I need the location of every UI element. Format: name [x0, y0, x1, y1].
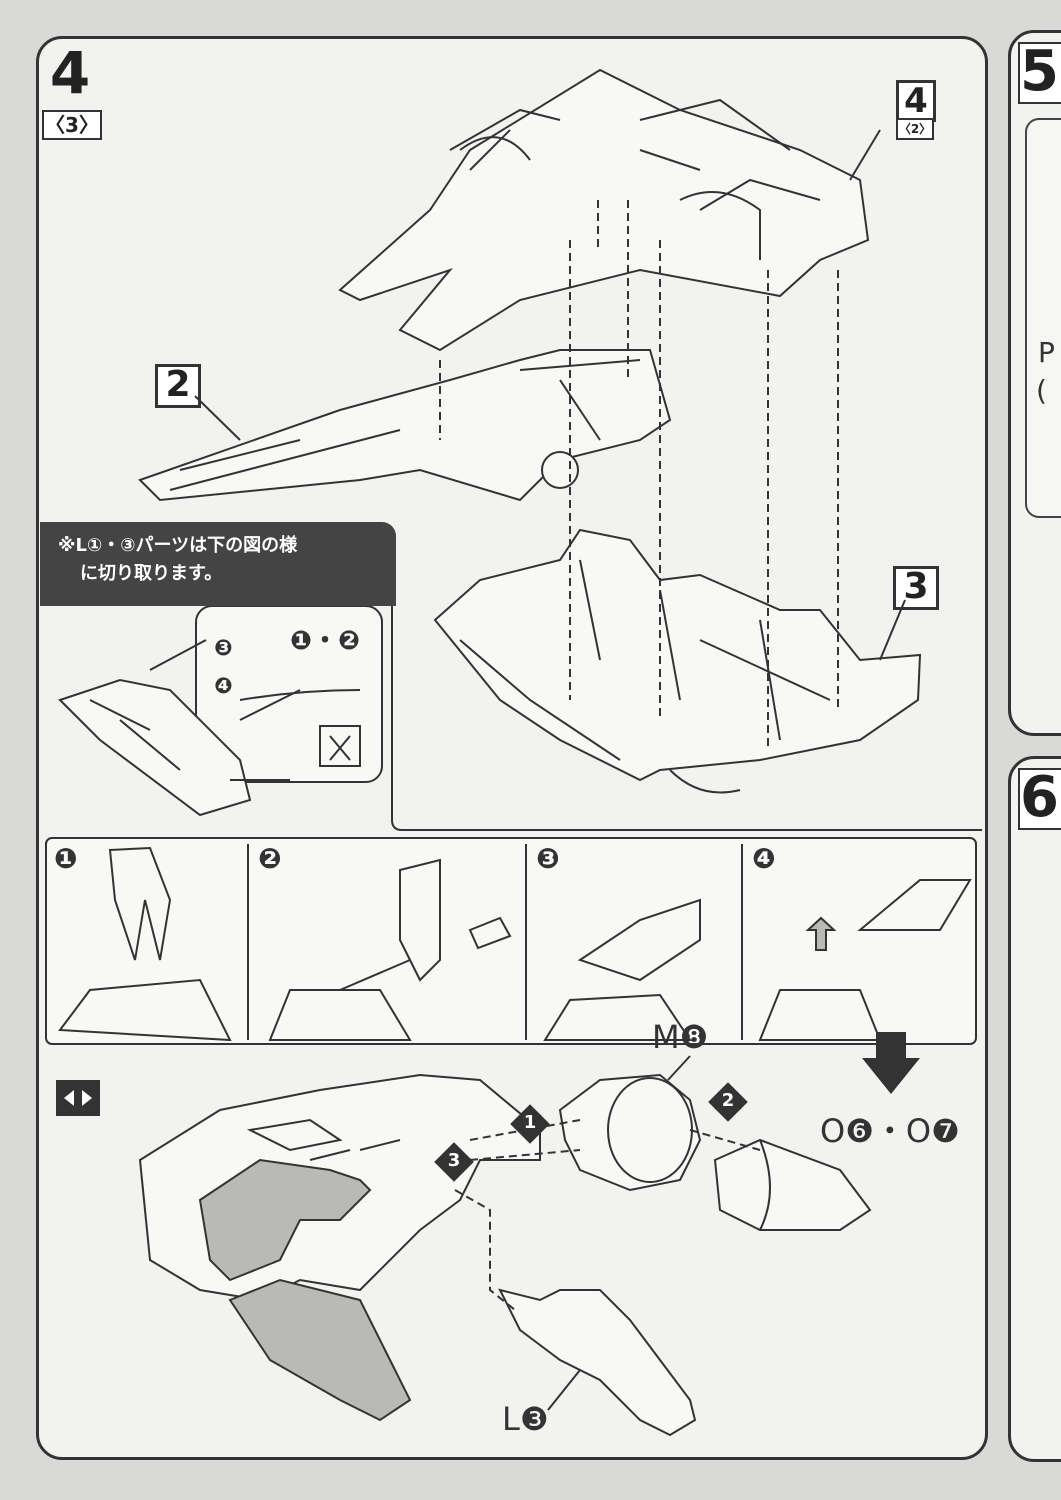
cut-step-3-number: ❸ [536, 842, 560, 875]
detail-label-1-2: ❶・❷ [290, 626, 361, 656]
part-3-label: 3 [893, 566, 939, 610]
detail-label-3: ❸ [214, 636, 233, 661]
cutting-note: ※L①・③パーツは下の図の様 に切り取ります。 [40, 522, 396, 606]
step-5-paren-text: ( [1036, 374, 1047, 407]
cut-step-4-number: ❹ [752, 842, 776, 875]
step-5-number: 5 [1018, 42, 1061, 104]
step-sub-number: 〈3〉 [42, 110, 102, 140]
step-5-p-text: P [1038, 336, 1055, 369]
ref-step-sub-number: 〈2〉 [896, 118, 934, 140]
cutting-note-line-2: に切り取ります。 [80, 563, 223, 584]
part-o6-o7-label: O❻・O❼ [820, 1112, 960, 1150]
arrow-3-label: 3 [447, 1150, 461, 1171]
arrow-2-label: 2 [721, 1090, 735, 1111]
step-number: 4 [49, 39, 91, 107]
cut-step-1-number: ❶ [54, 842, 78, 875]
step-5-inner-box [1025, 118, 1061, 518]
step-6-panel [1008, 756, 1061, 1462]
step-6-number: 6 [1018, 768, 1061, 830]
part-2-label: 2 [155, 364, 201, 408]
part-l3-label: L❸ [502, 1400, 549, 1438]
detail-label-4: ❹ [214, 674, 233, 699]
cutting-note-line-1: ※L①・③パーツは下の図の様 [58, 535, 298, 556]
cut-step-2-number: ❷ [258, 842, 282, 875]
arrow-1-label: 1 [523, 1112, 537, 1133]
ref-step-number: 4 [896, 80, 936, 122]
part-m8-label: M❽ [652, 1018, 709, 1056]
